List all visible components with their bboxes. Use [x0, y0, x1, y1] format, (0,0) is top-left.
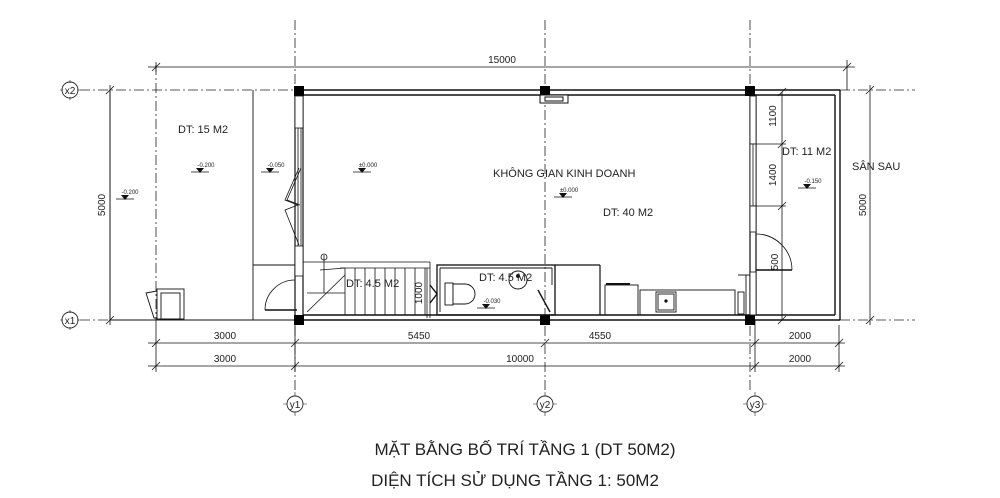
axis-label-x2: x2 — [65, 86, 76, 97]
svg-text:-0.030: -0.030 — [483, 299, 501, 305]
front-folding-door — [284, 95, 304, 277]
dim-bottom-2000-b: 2000 — [789, 354, 812, 365]
axis-label-x1: x1 — [65, 316, 76, 327]
dim-bottom-4550: 4550 — [589, 331, 612, 342]
axis-label-y2: y2 — [540, 400, 551, 411]
back-yard-area: DT: 11 M2 — [782, 146, 831, 158]
level-marker-front-inner: -0.200 — [190, 163, 215, 174]
svg-text:-0.200: -0.200 — [197, 163, 215, 169]
axis-label-y1: y1 — [290, 400, 301, 411]
wash-basin-icon — [508, 270, 528, 290]
dim-bottom-10000: 10000 — [506, 354, 534, 365]
rear-door — [749, 233, 793, 316]
level-marker-wc: -0.030 — [476, 299, 501, 310]
business-space-area: DT: 40 M2 — [603, 207, 653, 219]
dim-bottom-2000-a: 2000 — [789, 331, 812, 342]
svg-text:±0.000: ±0.000 — [359, 163, 378, 169]
svg-text:±0.000: ±0.000 — [560, 188, 579, 194]
level-marker-business: ±0.000 — [553, 188, 579, 199]
axis-bubble-y3: y3 — [743, 392, 767, 416]
wc-area: DT: 4.5 M2 — [479, 272, 532, 284]
stair-area: DT: 4.5 M2 — [346, 278, 399, 290]
dim-overall-length: 15000 — [488, 55, 516, 66]
dim-bottom-3000-b: 3000 — [214, 354, 237, 365]
dim-door-500: 500 — [770, 253, 781, 270]
kitchen-wall — [555, 264, 601, 315]
wc-door — [429, 284, 551, 313]
planter-box — [145, 288, 185, 320]
level-marker-back-yard: -0.150 — [797, 179, 822, 190]
svg-text:-0.050: -0.050 — [267, 163, 285, 169]
dimension-lines — [105, 60, 875, 372]
dim-left-height: 5000 — [97, 193, 108, 216]
dim-right-height: 5000 — [858, 193, 869, 216]
axis-bubble-x1: x1 — [60, 310, 80, 330]
rear-window — [749, 95, 757, 233]
svg-text:-0.200: -0.200 — [121, 190, 139, 196]
back-yard-name: SÂN SAU — [852, 160, 900, 173]
axis-bubble-y2: y2 — [533, 392, 557, 416]
wall-recess — [539, 94, 569, 104]
dim-window-1100: 1100 — [768, 105, 779, 127]
staircase — [264, 253, 431, 318]
front-yard — [109, 90, 295, 321]
dim-window-1400: 1400 — [768, 163, 779, 186]
dim-bottom-5450: 5450 — [408, 331, 431, 342]
svg-text:-0.150: -0.150 — [804, 179, 822, 185]
axis-bubble-y1: y1 — [283, 392, 307, 416]
structural-columns — [294, 86, 755, 325]
level-marker-front-step: -0.050 — [260, 163, 285, 174]
wc-room — [436, 264, 556, 316]
toilet-icon — [444, 282, 476, 306]
level-marker-front-outer: -0.200 — [115, 190, 139, 201]
drawing-title: MẶT BẰNG BỐ TRÍ TẦNG 1 (DT 50M2) — [374, 440, 676, 459]
dim-bottom-3000-a: 3000 — [214, 331, 237, 342]
level-marker-entry: ±0.000 — [352, 163, 378, 174]
axis-label-y3: y3 — [750, 400, 761, 411]
kitchen-counter — [604, 274, 750, 316]
dim-stair-door: 1000 — [414, 281, 425, 304]
axis-bubble-x2: x2 — [60, 80, 80, 100]
drawing-subtitle: DIỆN TÍCH SỬ DỤNG TẦNG 1: 50M2 — [371, 471, 659, 490]
front-yard-area: DT: 15 M2 — [178, 124, 228, 136]
business-space-name: KHÔNG GIAN KINH DOANH — [493, 167, 635, 180]
